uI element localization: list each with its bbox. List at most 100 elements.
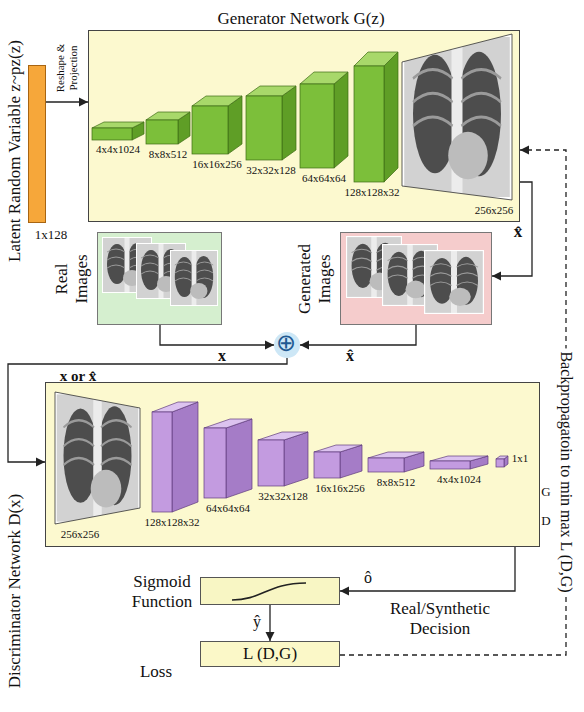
- connector-line: [492, 182, 532, 276]
- discriminator-feature-maps-part: [430, 456, 488, 461]
- discriminator-feature-maps-part: [314, 452, 340, 478]
- subscript-label: D: [541, 514, 550, 529]
- discriminator-panel: Discriminator Network D(x): [45, 382, 540, 547]
- generator-feature-maps-part: [282, 86, 296, 160]
- discriminator-feature-maps-part: [284, 432, 308, 486]
- generated-xray-stack: [346, 236, 484, 314]
- flow-connector: [340, 547, 515, 596]
- arrow-head: [266, 632, 275, 641]
- connector-line: [160, 325, 274, 345]
- connector-label: x: [218, 347, 226, 365]
- generator-feature-maps-part: [146, 120, 178, 144]
- arrow-head: [265, 341, 274, 350]
- generator-ground: [88, 30, 520, 222]
- input-xray: [55, 392, 140, 524]
- discriminator-feature-maps-part: [172, 402, 198, 512]
- panel-title: Generator Network G(z): [217, 9, 384, 29]
- generated-images-panel: Generated Images: [340, 232, 492, 325]
- generator-feature-maps-part: [300, 84, 334, 168]
- generator-feature-maps-part: [334, 72, 348, 168]
- dimension-label: 64x64x64: [206, 502, 250, 515]
- box-title: Loss: [140, 662, 172, 682]
- connector-line: [340, 547, 515, 591]
- dimension-label: 8x8x512: [377, 476, 416, 489]
- generated-xray-frame: [402, 34, 512, 200]
- latent-vector-bar: Latent Random Variable z~pz(z)1x128: [28, 65, 46, 223]
- connector-label: Reshape & Projection: [54, 40, 79, 96]
- arrow-head: [520, 146, 529, 155]
- vertical-heading: Latent Random Variable z~pz(z): [5, 40, 25, 262]
- discriminator-feature-maps-part: [430, 461, 470, 469]
- arrow-head: [492, 272, 501, 281]
- generator-feature-maps-part: [384, 52, 398, 182]
- dimension-label: 4x4x1024: [437, 473, 481, 486]
- discriminator-feature-maps-part: [258, 432, 308, 440]
- discriminator-feature-maps-part: [152, 412, 172, 512]
- generated-xray-part: [402, 34, 512, 200]
- arrow-head: [79, 98, 88, 107]
- dimension-label: 32x32x128: [246, 164, 296, 177]
- discriminator-feature-maps-part: [204, 428, 226, 498]
- discriminator-feature-maps: [152, 402, 508, 512]
- input-xray-part: [55, 392, 140, 524]
- connector-label: Backpropagatoin to min max L (D,G): [557, 348, 575, 595]
- dimension-label: 128x128x32: [145, 516, 200, 529]
- connector-line: [300, 325, 416, 345]
- dimension-label: 1x128: [35, 228, 68, 243]
- loss-box: L (D,G)Loss: [200, 641, 340, 667]
- real-ground: [97, 232, 222, 325]
- discriminator-feature-maps-part: [496, 456, 508, 459]
- generator-feature-maps-part: [354, 52, 398, 66]
- arrow-head: [300, 341, 309, 350]
- real-images-panel: Real Images: [97, 232, 222, 325]
- discriminator-feature-maps-part: [152, 402, 198, 412]
- generator-feature-maps-part: [146, 112, 190, 120]
- discriminator-feature-maps-part: [226, 419, 252, 498]
- connector-label: ŷ: [253, 613, 261, 631]
- generator-feature-maps-part: [92, 128, 132, 140]
- connector-line: [340, 150, 566, 655]
- discriminator-ground: [45, 382, 540, 547]
- connector-line: [8, 358, 287, 462]
- arrow-head: [36, 458, 45, 467]
- dimension-label: 8x8x512: [149, 148, 188, 161]
- junction-symbol: ⊕: [276, 330, 296, 358]
- sigmoid-box: Sigmoid Function: [200, 577, 340, 605]
- connector-label: x̂: [346, 347, 354, 365]
- generator-feature-maps-part: [192, 96, 242, 106]
- real-xray-stack-part: [170, 250, 218, 306]
- flow-connector: [160, 325, 274, 350]
- sigmoid-curve: [232, 583, 306, 600]
- generated-xray-stack-part: [424, 250, 484, 314]
- dimension-label: 64x64x64: [302, 172, 346, 185]
- discriminator-feature-maps-part: [496, 459, 504, 467]
- dimension-label: 16x16x256: [192, 158, 242, 171]
- flow-connector: [300, 325, 416, 350]
- decision-note: Real/Synthetic Decision: [380, 599, 500, 638]
- connector-label: x or x̂: [60, 368, 96, 385]
- generator-feature-maps-part: [192, 106, 228, 154]
- connector-label: ô: [364, 569, 372, 587]
- discriminator-feature-maps-part: [314, 445, 362, 452]
- panel-title: Discriminator Network D(x): [5, 494, 25, 689]
- flow-connector: [8, 358, 287, 467]
- sum-junction: ⊕: [274, 332, 300, 358]
- dimension-label: 4x4x1024: [96, 143, 140, 156]
- generator-feature-maps-part: [246, 86, 296, 96]
- generator-feature-maps-part: [354, 66, 384, 182]
- generated-xray: [402, 34, 512, 200]
- generator-feature-maps-part: [246, 96, 282, 160]
- flow-connector: [46, 98, 88, 107]
- subscript-label: G: [541, 485, 550, 500]
- box-title: Sigmoid Function: [129, 572, 195, 611]
- panel-title: Real Images: [52, 244, 91, 314]
- generated-ground: [340, 232, 492, 325]
- discriminator-feature-maps-part: [258, 440, 284, 486]
- dimension-label: 32x32x128: [258, 490, 308, 503]
- dimension-label: 16x16x256: [315, 482, 365, 495]
- panel-title: Generated Images: [295, 237, 334, 321]
- sigmoid-ground: [200, 577, 340, 605]
- input-xray-frame: [55, 392, 140, 524]
- flow-connector: [492, 182, 532, 281]
- discriminator-feature-maps-part: [204, 419, 252, 428]
